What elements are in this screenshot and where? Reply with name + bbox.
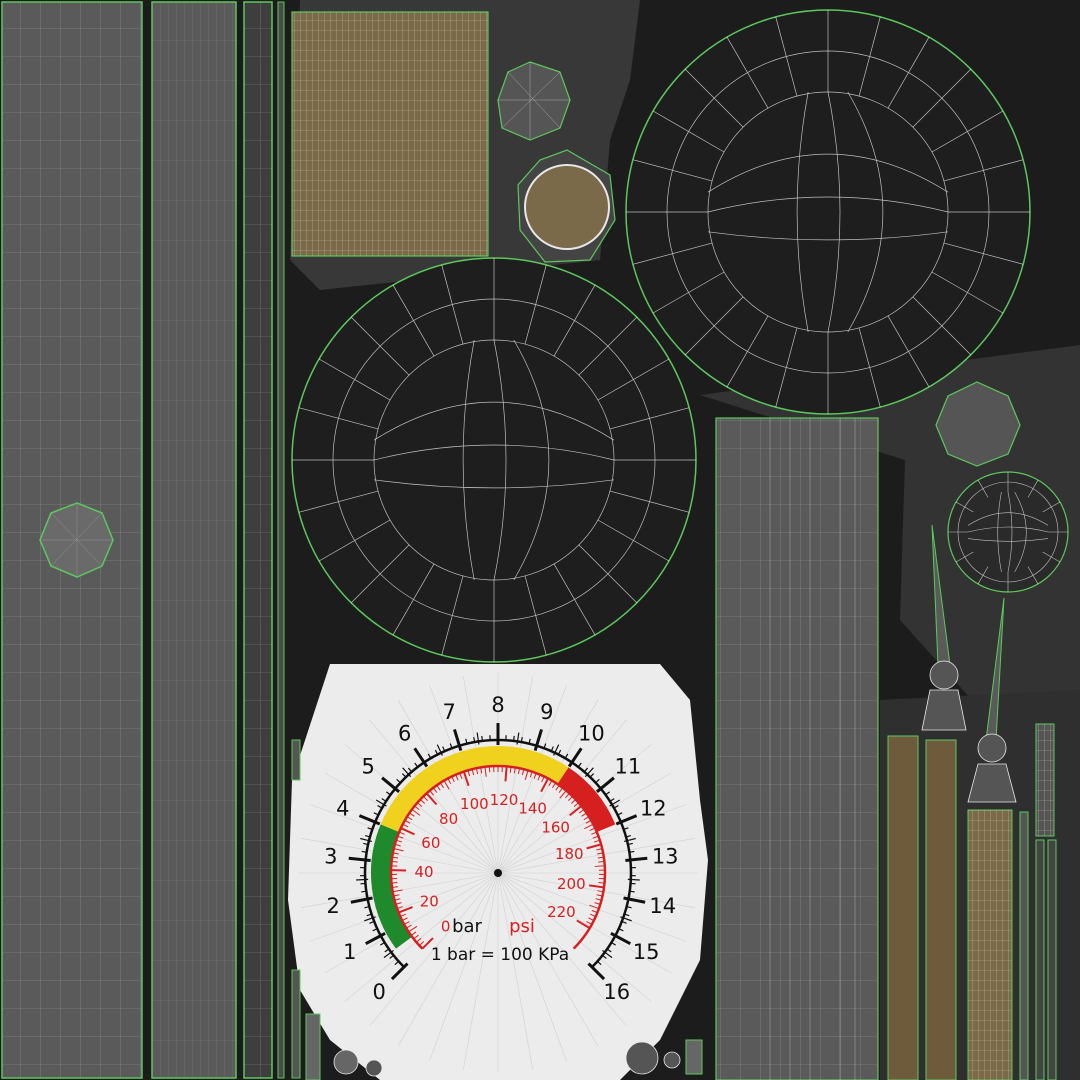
outer-scale-label: 0 [373, 980, 386, 1004]
inner-scale-label: 220 [547, 903, 576, 921]
small-octagon-top [497, 61, 571, 141]
gauge-zone-red [557, 767, 616, 833]
outer-scale-label: 13 [652, 845, 679, 869]
inner-scale-label: 120 [490, 791, 519, 809]
inner-scale-label: 0 [441, 917, 451, 935]
right-grid-panel [715, 417, 879, 1080]
inner-scale-label: 100 [460, 795, 489, 813]
outer-scale-label: 15 [633, 940, 660, 964]
outer-scale-label: 3 [324, 845, 337, 869]
brown-grid-panel [291, 11, 489, 257]
outer-scale-label: 10 [578, 721, 605, 745]
gauge-unit-bar: bar [452, 916, 482, 937]
outer-scale-label: 8 [491, 693, 504, 717]
sphere-uv-middle [291, 257, 697, 663]
outer-scale-label: 2 [327, 894, 340, 918]
needle-left [921, 524, 967, 731]
bottom-detail-bits [291, 739, 703, 1080]
gauge-zone-green [371, 824, 413, 949]
outer-scale-label: 14 [649, 894, 676, 918]
gauge-unit-psi: psi [509, 916, 535, 937]
inner-scale-label: 200 [557, 875, 586, 893]
inner-scale-label: 140 [518, 800, 547, 818]
inner-scale-label: 60 [421, 834, 440, 852]
needle-right [967, 597, 1017, 803]
outer-scale-label: 1 [343, 940, 356, 964]
ring-inner [524, 164, 610, 250]
gauge-zone-yellow [380, 746, 569, 833]
inner-scale-label: 160 [541, 819, 570, 837]
left-panel-group [1, 1, 285, 1079]
outer-scale-label: 6 [398, 721, 411, 745]
small-sphere-right [947, 471, 1069, 593]
inner-scale-label: 40 [414, 863, 433, 881]
outer-scale-label: 9 [540, 700, 553, 724]
gauge-center-dot [494, 869, 502, 877]
left-panel-4 [277, 1, 285, 1079]
outer-scale-label: 7 [443, 700, 456, 724]
inner-scale-label: 180 [555, 845, 584, 863]
outer-scale-label: 11 [614, 754, 641, 778]
gauge-conversion: 1 bar = 100 KPa [431, 945, 569, 965]
small-octagon-right [935, 381, 1021, 467]
outer-scale-label: 12 [640, 797, 667, 821]
outer-scale-label: 5 [361, 754, 374, 778]
brown-strips [887, 723, 1057, 1080]
inner-scale-label: 20 [420, 892, 439, 910]
sphere-uv-top-right [625, 9, 1031, 415]
outer-scale-label: 4 [336, 797, 349, 821]
outer-scale-label: 16 [603, 980, 630, 1004]
inner-scale-label: 80 [439, 810, 458, 828]
